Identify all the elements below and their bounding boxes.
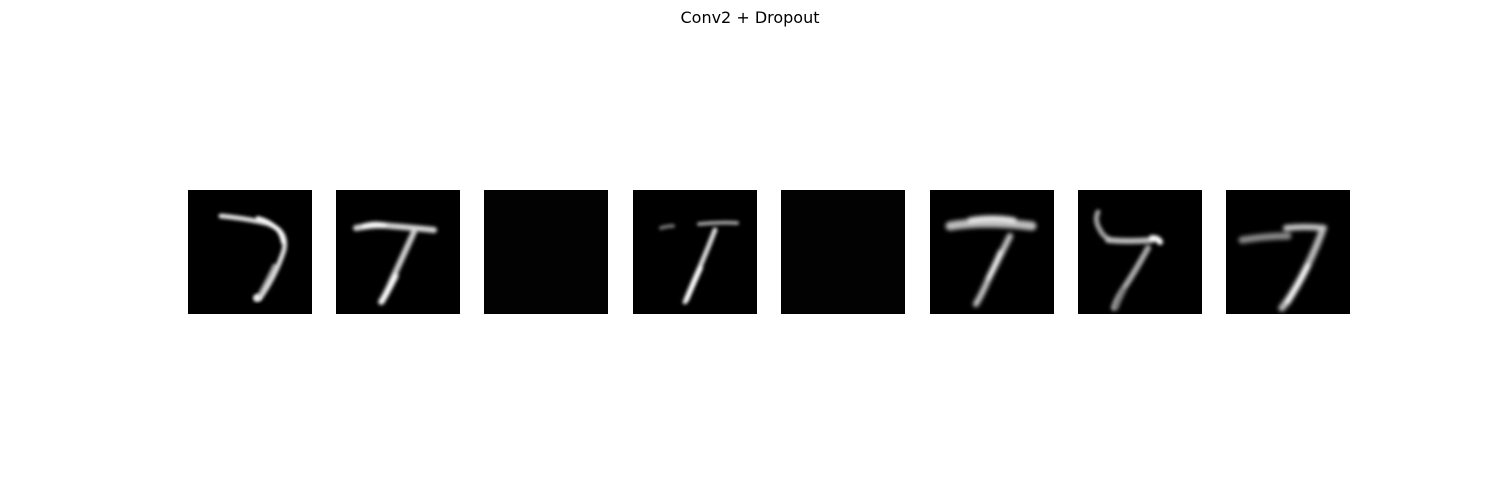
feature-map-panel-8 <box>1226 190 1350 314</box>
feature-map-image-6 <box>945 215 1037 307</box>
feature-map-image-4 <box>659 220 739 305</box>
feature-map-panel-2 <box>336 190 460 314</box>
feature-map-image-7 <box>1093 209 1163 311</box>
feature-map-panel-6 <box>930 190 1054 314</box>
figure-title: Conv2 + Dropout <box>680 8 820 27</box>
feature-map-panel-4 <box>633 190 757 314</box>
feature-map-panel-1 <box>188 190 312 314</box>
feature-map-panel-5 <box>781 190 905 314</box>
feature-map-image-1 <box>218 213 288 302</box>
feature-map-image-3 <box>484 190 608 314</box>
feature-map-panel-7 <box>1078 190 1202 314</box>
feature-map-image-8 <box>1238 224 1327 312</box>
feature-map-image-2 <box>353 221 437 305</box>
feature-map-panel-3 <box>484 190 608 314</box>
feature-map-image-5 <box>781 190 905 314</box>
